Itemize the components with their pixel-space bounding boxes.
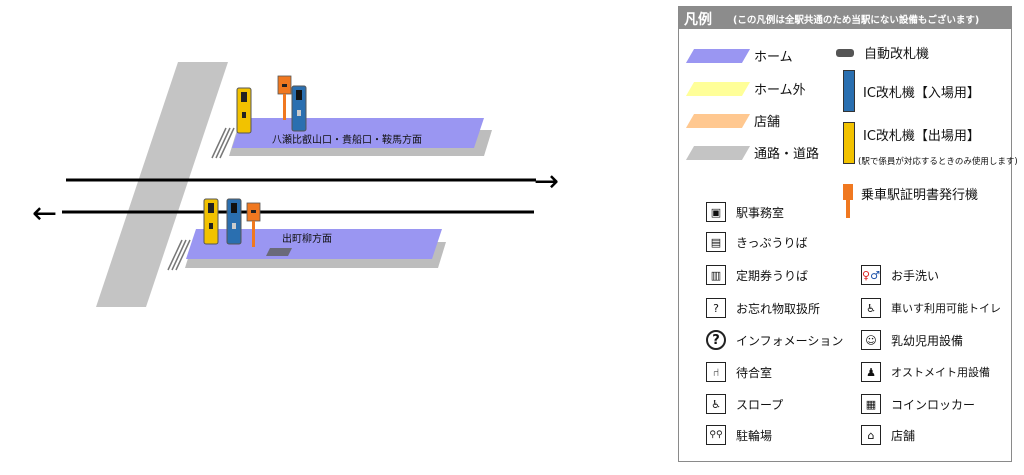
legend-label: スロープ (736, 397, 784, 412)
ic-gate-out-bottom (203, 198, 219, 245)
shop-icon: ⌂ (861, 425, 881, 445)
stairs-bottom (167, 239, 191, 271)
legend-note: (この凡例は全駅共通のため当駅にない設備もございます) (733, 15, 980, 26)
arrow-right-icon: → (534, 164, 559, 199)
slope-icon: ♿ (706, 394, 726, 414)
waiting-room-icon: ⑁ (706, 362, 726, 382)
legend-title: 凡例 (684, 12, 712, 28)
ic-gate-in-icon (843, 70, 855, 112)
passage-area (96, 62, 228, 307)
legend-label: 駅事務室 (736, 205, 785, 220)
legend-label: コインロッカー (891, 397, 976, 412)
legend-label: オストメイト用設備 (891, 366, 990, 379)
legend-label: ホーム (754, 50, 793, 65)
station-office-icon: ▣ (706, 202, 726, 222)
legend-label: 通路・道路 (754, 147, 820, 162)
legend-item-ostomate: ♟ オストメイト用設備 (861, 362, 990, 382)
legend-item-home: ホーム (685, 46, 793, 65)
legend-item-shop: ⌂ 店舗 (861, 425, 915, 445)
auto-gate (266, 248, 292, 256)
legend-item-bicycle: ⚲⚲ 駐輪場 (706, 425, 772, 445)
legend-label: 店舗 (754, 115, 781, 130)
legend-item-coin-locker: ▦ コインロッカー (861, 394, 975, 414)
arrow-left-icon: ← (32, 196, 57, 231)
toilet-icon: ♀♂ (861, 265, 881, 285)
legend-item-toilet: ♀♂ お手洗い (861, 265, 939, 285)
passage-swatch (685, 145, 751, 160)
legend-item-slope: ♿ スロープ (706, 394, 783, 414)
legend-header: 凡例 (この凡例は全駅共通のため当駅にない設備もございます) (679, 7, 1011, 29)
bicycle-icon: ⚲⚲ (706, 425, 726, 445)
ic-gate-out-icon (843, 122, 855, 164)
wheelchair-icon: ♿ (861, 298, 881, 318)
legend-item-station-office: ▣ 駅事務室 (706, 202, 784, 222)
auto-gate-icon (836, 48, 854, 57)
legend-item-auto-gate: 自動改札機 (836, 43, 929, 62)
station-diagram: 八瀬比叡山口・貴船口・鞍馬方面 → ← 出町柳方面 (32, 62, 559, 307)
legend-label: 駐輪場 (736, 428, 773, 443)
legend-label: 店舗 (891, 428, 916, 443)
legend-label: 自動改札機 (864, 47, 930, 62)
ic-gate-in-bottom (226, 198, 242, 245)
legend-label: IC改札機【出場用】 (863, 128, 980, 144)
legend-item-baby: ☺ 乳幼児用設備 (861, 330, 963, 350)
stairs-top (211, 127, 235, 159)
legend-label: インフォメーション (736, 333, 844, 348)
ic-gate-in-top (291, 85, 307, 132)
legend-item-cert-machine: 乗車駅証明書発行機 (843, 184, 978, 218)
information-icon: ? (706, 330, 726, 350)
legend-label: お手洗い (891, 268, 940, 283)
legend-label: 乳幼児用設備 (891, 333, 964, 348)
shop-swatch (685, 113, 751, 128)
cert-machine-top (277, 75, 292, 120)
legend-label: 車いす利用可能トイレ (891, 302, 1001, 315)
outside-swatch (685, 81, 751, 96)
legend-item-home-outside: ホーム外 (685, 79, 806, 98)
legend-item-pass-office: ▥ 定期券うりば (706, 265, 808, 285)
legend-item-ticket-office: ▤ きっぷうりば (706, 232, 808, 252)
ostomate-icon: ♟ (861, 362, 881, 382)
legend-label: ホーム外 (754, 83, 806, 98)
legend-item-shop-area: 店舗 (685, 111, 781, 130)
legend-item-wheelchair-toilet: ♿ 車いす利用可能トイレ (861, 298, 1001, 318)
lost-found-icon: ? (706, 298, 726, 318)
legend-item-ic-in: IC改札機【入場用】 (843, 70, 980, 112)
legend-label: 乗車駅証明書発行機 (861, 187, 979, 203)
legend-label: きっぷうりば (736, 235, 808, 250)
legend-item-information: ? インフォメーション (706, 330, 843, 350)
legend-label: IC改札機【入場用】 (863, 85, 980, 101)
legend-label: お忘れ物取扱所 (736, 301, 821, 316)
legend-item-waiting-room: ⑁ 待合室 (706, 362, 772, 382)
home-swatch (685, 48, 751, 63)
legend-item-passage: 通路・道路 (685, 143, 820, 162)
cert-machine-icon (843, 184, 853, 218)
legend-item-ic-out: IC改札機【出場用】 (843, 122, 980, 164)
ticket-icon: ▤ (706, 232, 726, 252)
platform-top-label: 八瀬比叡山口・貴船口・鞍馬方面 (272, 133, 422, 146)
cert-machine-bottom (246, 202, 261, 247)
legend-label: 定期券うりば (736, 268, 809, 283)
baby-icon: ☺ (861, 330, 881, 350)
pass-icon: ▥ (706, 265, 726, 285)
coin-locker-icon: ▦ (861, 394, 881, 414)
platform-bottom-label: 出町柳方面 (282, 232, 332, 245)
ic-gate-out-note: (駅で係員が対応するときのみ使用します) (858, 157, 1018, 167)
ic-gate-out-top (236, 87, 252, 134)
platform-bottom (186, 229, 442, 259)
legend-label: 待合室 (736, 365, 773, 380)
legend-item-lost-found: ? お忘れ物取扱所 (706, 298, 820, 318)
